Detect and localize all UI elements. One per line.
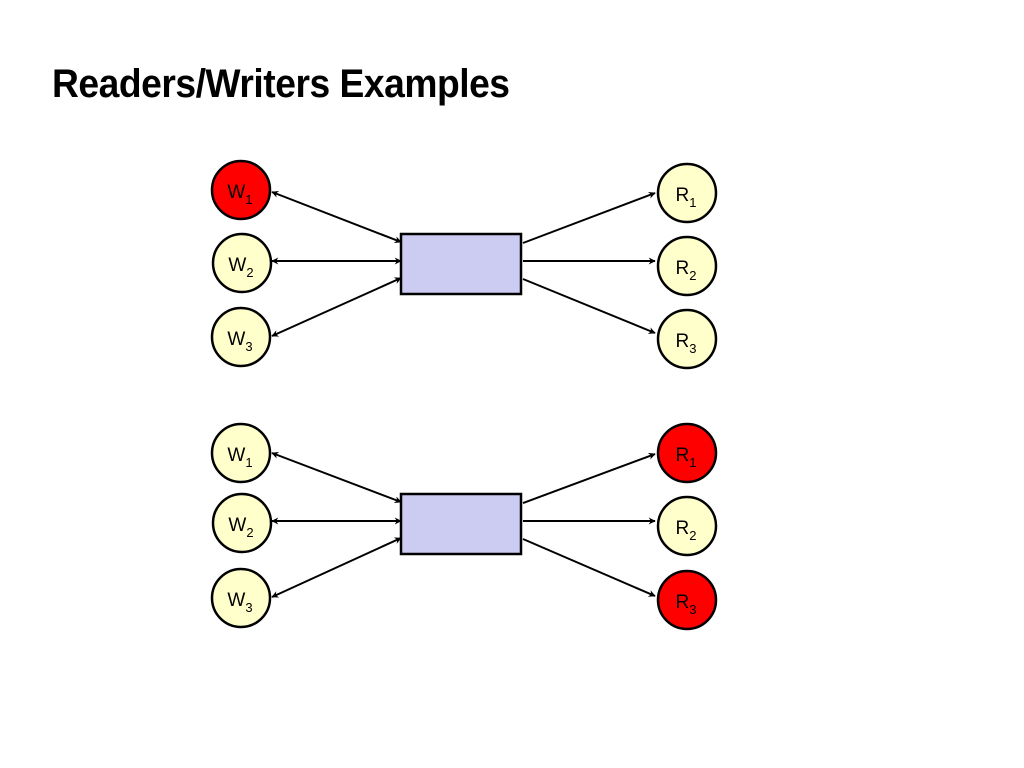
reader-node-letter: R [676,185,690,206]
reader-node-circle [656,235,718,297]
writer-node-index: 3 [245,339,252,354]
writer-node: W2 [211,232,273,294]
reader-node: R1 [656,422,718,484]
reader-node-index: 2 [689,268,696,283]
writer-node-letter: W [227,590,245,611]
writer-node-circle [210,567,272,629]
svg-text:W3: W3 [227,590,252,615]
writer-node-index: 2 [246,525,253,540]
svg-text:R2: R2 [676,518,697,543]
example-2: W1 W2 W3 R1 R2 R3 [210,422,718,631]
writer-node: W1 [210,159,272,221]
reader-node-index: 3 [689,602,696,617]
writer-node-index: 3 [245,600,252,615]
writer-node-index: 1 [245,455,252,470]
edge-writer-1-ex1 [271,191,402,243]
edge-reader-3-ex2 [522,538,656,597]
edge-reader-3-ex1 [522,278,656,334]
writer-node-circle [210,159,272,221]
reader-node-index: 3 [689,341,696,356]
reader-node: R2 [656,495,718,557]
reader-node-letter: R [676,445,690,466]
edge-reader-1-ex2 [522,452,656,504]
writer-node: W3 [210,567,272,629]
reader-node-circle [656,422,718,484]
svg-text:R1: R1 [676,445,697,470]
edge-reader-1-ex1 [522,191,656,244]
edge-writer-1-ex2 [271,451,402,504]
shared-object-1 [399,232,523,296]
writer-node-letter: W [228,515,246,536]
reader-node-circle [656,308,718,370]
svg-text:R3: R3 [676,331,697,356]
reader-node: R3 [656,569,718,631]
reader-node-letter: R [676,258,690,279]
writer-node: W3 [210,306,272,368]
reader-node-circle [656,569,718,631]
reader-node: R2 [656,235,718,297]
writer-node-letter: W [228,255,246,276]
reader-node-circle [656,162,718,224]
writer-node-letter: W [227,182,245,203]
writer-node-index: 2 [246,265,253,280]
svg-text:W3: W3 [227,329,252,354]
writer-node: W2 [211,492,273,554]
example-1: W1 W2 W3 R1 R2 R3 [210,159,718,370]
svg-text:W2: W2 [228,515,253,540]
writer-node-letter: W [227,445,245,466]
slide-title: Readers/Writers Examples [52,62,510,106]
reader-node-letter: R [676,592,690,613]
shared-object-2 [399,492,523,556]
svg-text:R3: R3 [676,592,697,617]
reader-node-index: 1 [689,455,696,470]
edge-writer-3-ex1 [271,277,402,337]
reader-node-index: 1 [689,195,696,210]
reader-node-letter: R [676,331,690,352]
edge-writer-3-ex2 [271,537,402,598]
writer-node-letter: W [227,329,245,350]
reader-node: R1 [656,162,718,224]
writer-node: W1 [210,422,272,484]
reader-node: R3 [656,308,718,370]
svg-text:W1: W1 [227,182,252,207]
writer-node-circle [210,306,272,368]
writer-node-circle [211,492,273,554]
writer-node-index: 1 [245,192,252,207]
writer-node-circle [211,232,273,294]
reader-node-index: 2 [689,528,696,543]
svg-text:R1: R1 [676,185,697,210]
svg-text:R2: R2 [676,258,697,283]
svg-text:W2: W2 [228,255,253,280]
reader-node-letter: R [676,518,690,539]
writer-node-circle [210,422,272,484]
reader-node-circle [656,495,718,557]
svg-text:W1: W1 [227,445,252,470]
